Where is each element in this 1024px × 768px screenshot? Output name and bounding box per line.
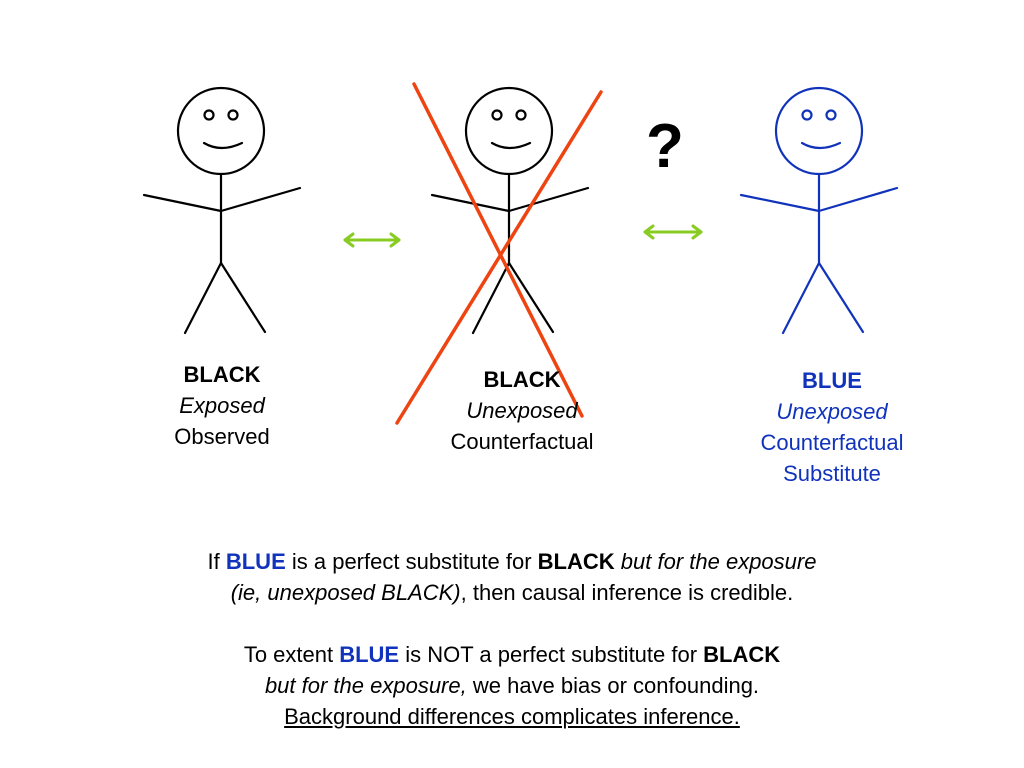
figure-condition: Unexposed xyxy=(466,398,578,423)
figure-extra: Substitute xyxy=(783,461,881,486)
figure-label-black-exposed: BLACK Exposed Observed xyxy=(142,359,302,452)
caption-text: To extent xyxy=(243,642,340,667)
left-arm xyxy=(430,193,511,213)
right-arm xyxy=(507,186,590,213)
stick-figure-blue-unexposed xyxy=(739,86,899,335)
stick-figure-black-unexposed xyxy=(430,86,590,335)
figure-condition: Unexposed xyxy=(776,399,888,424)
left-leg xyxy=(183,261,223,335)
caption-italic: (ie, unexposed BLACK) xyxy=(230,580,461,605)
figure-condition: Exposed xyxy=(179,393,265,418)
left-eye xyxy=(203,109,215,121)
double-arrow-icon-left xyxy=(343,232,401,248)
caption-text: is a perfect substitute for xyxy=(285,549,538,574)
caption-black-word: BLACK xyxy=(537,549,615,574)
right-eye xyxy=(515,109,527,121)
double-arrow-icon-right xyxy=(643,224,703,240)
caption-blue-word: BLUE xyxy=(225,549,286,574)
figure-status: Observed xyxy=(174,424,270,449)
head xyxy=(774,86,864,176)
right-leg xyxy=(817,261,865,334)
figure-status: Counterfactual xyxy=(450,429,594,454)
figure-name: BLACK xyxy=(183,362,261,387)
right-arm xyxy=(817,186,899,213)
caption-text: , then causal inference is credible. xyxy=(460,580,794,605)
left-eye xyxy=(491,109,503,121)
left-arm xyxy=(142,193,223,213)
caption-text: is NOT a perfect substitute for xyxy=(399,642,704,667)
head xyxy=(464,86,554,176)
smile xyxy=(800,141,842,150)
caption-black-word: BLACK xyxy=(703,642,781,667)
caption-italic: but for the exposure xyxy=(620,549,817,574)
figure-name: BLACK xyxy=(483,367,561,392)
stick-figure-black-exposed xyxy=(142,86,302,335)
left-leg xyxy=(781,261,821,335)
right-eye xyxy=(227,109,239,121)
smile xyxy=(202,141,244,150)
caption-blue-word: BLUE xyxy=(339,642,400,667)
head xyxy=(176,86,266,176)
right-leg xyxy=(219,261,267,334)
left-eye xyxy=(801,109,813,121)
left-leg xyxy=(471,261,511,335)
caption-line-1: If BLUE is a perfect substitute for BLAC… xyxy=(0,546,1024,577)
caption-line-5: Background differences complicates infer… xyxy=(0,701,1024,732)
figure-label-black-unexposed: BLACK Unexposed Counterfactual xyxy=(422,364,622,457)
caption-underlined: Background differences complicates infer… xyxy=(284,704,740,729)
smile xyxy=(490,141,532,150)
caption-line-3: To extent BLUE is NOT a perfect substitu… xyxy=(0,639,1024,670)
right-leg xyxy=(507,261,555,334)
right-arm xyxy=(219,186,302,213)
figure-label-blue-unexposed: BLUE Unexposed Counterfactual Substitute xyxy=(732,365,932,489)
question-mark: ? xyxy=(646,112,684,181)
right-eye xyxy=(825,109,837,121)
caption-line-4: but for the exposure, we have bias or co… xyxy=(0,670,1024,701)
caption-italic: but for the exposure, xyxy=(264,673,467,698)
figure-name: BLUE xyxy=(802,368,862,393)
red-cross-icon xyxy=(395,82,603,425)
caption: If BLUE is a perfect substitute for BLAC… xyxy=(0,546,1024,732)
caption-text: we have bias or confounding. xyxy=(466,673,760,698)
caption-line-2: (ie, unexposed BLACK), then causal infer… xyxy=(0,577,1024,608)
caption-gap xyxy=(0,608,1024,639)
figure-status: Counterfactual xyxy=(760,430,904,455)
caption-text: If xyxy=(207,549,226,574)
left-arm xyxy=(739,193,821,213)
